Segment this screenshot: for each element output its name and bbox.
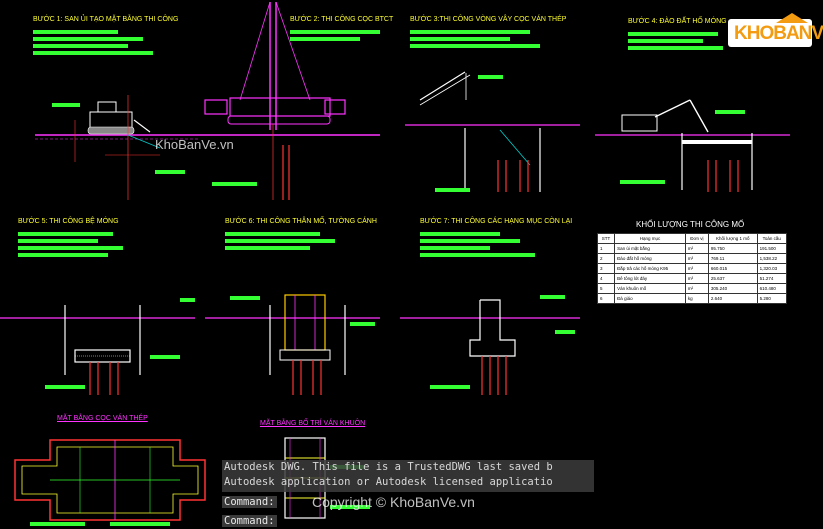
table-cell: 1,538.22 — [756, 253, 788, 264]
table-header: Toàn cầu — [756, 233, 788, 244]
logo-text: KHOBANVE — [734, 23, 823, 44]
site-logo: KHOBANVE — [728, 13, 823, 51]
table-cell: 3 — [596, 263, 616, 274]
table-cell: m² — [684, 283, 709, 294]
quantity-table-title: KHỐI LƯỢNG THI CÔNG MỐ — [636, 220, 745, 229]
table-cell: 769.11 — [707, 253, 758, 264]
table-cell: 5 — [596, 283, 616, 294]
table-header: STT — [596, 233, 616, 244]
table-cell: Bê tông lót đáy — [614, 273, 686, 284]
step7-title: BƯỚC 7: THI CÔNG CÁC HẠNG MỤC CÒN LẠI — [420, 218, 573, 225]
command-history-line: Autodesk application or Autodesk license… — [224, 476, 553, 488]
step2-title: BƯỚC 2: THI CÔNG CỌC BTCT — [290, 16, 394, 23]
table-cell: 660.015 — [707, 263, 758, 274]
table-header: Khối lượng 1 mố — [707, 233, 758, 244]
step5-title: BƯỚC 5: THI CÔNG BỆ MÓNG — [18, 218, 119, 225]
table-cell: 4 — [596, 273, 616, 284]
table-header: Đơn vị — [684, 233, 709, 244]
logo-house-icon — [776, 13, 808, 23]
step5-drawing — [0, 305, 195, 395]
command-prompt-label: Command: — [222, 496, 277, 508]
table-cell: 6 — [596, 293, 616, 304]
command-input[interactable]: Command: — [222, 515, 277, 527]
table-cell: San ủi mặt bằng — [614, 243, 686, 254]
center-watermark: KhoBanVe.vn — [155, 137, 234, 152]
table-cell: m³ — [684, 253, 709, 264]
table-cell: 2.640 — [707, 293, 758, 304]
plan2-title: MẶT BẰNG BỐ TRÍ VÁN KHUÔN — [260, 420, 366, 427]
table-cell: 610.480 — [756, 283, 788, 294]
step7-drawing — [400, 299, 580, 395]
table-cell: 305.240 — [707, 283, 758, 294]
step3-drawing — [405, 71, 580, 192]
command-history-panel — [222, 460, 594, 492]
table-header: Hạng mục — [614, 233, 686, 244]
step1-drawing — [35, 95, 200, 200]
table-cell: Ván khuôn mố — [614, 283, 686, 294]
table-cell: Đắp trả các hố móng K95 — [614, 263, 686, 274]
step4-title: BƯỚC 4: ĐÀO ĐẤT HỐ MÓNG — [628, 18, 727, 25]
table-cell: 95.750 — [707, 243, 758, 254]
step4-drawing — [595, 99, 790, 192]
logo-background — [728, 19, 812, 47]
table-cell: 25.637 — [707, 273, 758, 284]
step2-drawing — [200, 1, 380, 200]
table-cell: 5.280 — [756, 293, 788, 304]
table-cell: 191.500 — [756, 243, 788, 254]
table-cell: 51.274 — [756, 273, 788, 284]
table-cell: Đà giáo — [614, 293, 686, 304]
table-cell: m³ — [684, 263, 709, 274]
quantity-table: STT Hạng mục Đơn vị Khối lượng 1 mố Toàn… — [596, 233, 788, 304]
step6-drawing — [205, 294, 380, 395]
table-cell: 1 — [596, 243, 616, 254]
table-cell: kg — [684, 293, 709, 304]
step6-title: BƯỚC 6: THI CÔNG THÂN MỐ, TƯỜNG CÁNH — [225, 218, 377, 225]
command-history-line: Autodesk DWG. This file is a TrustedDWG … — [224, 461, 553, 473]
table-cell: m² — [684, 243, 709, 254]
table-cell: 1,320.03 — [756, 263, 788, 274]
table-cell: m³ — [684, 273, 709, 284]
copyright-watermark: Copyright © KhoBanVe.vn — [312, 494, 475, 510]
table-header-row: STT Hạng mục Đơn vị Khối lượng 1 mố Toàn… — [596, 233, 788, 244]
table-cell: 2 — [596, 253, 616, 264]
step1-title: BƯỚC 1: SAN ỦI TẠO MẶT BẰNG THI CÔNG — [33, 16, 179, 23]
step3-title: BƯỚC 3:THI CÔNG VÒNG VÂY CỌC VÁN THÉP — [410, 16, 567, 23]
plan1-title: MẶT BẰNG CỌC VÁN THÉP — [57, 415, 148, 422]
sheet-pile-plan-drawing — [14, 439, 206, 521]
table-cell: Đào đất hố móng — [614, 253, 686, 264]
